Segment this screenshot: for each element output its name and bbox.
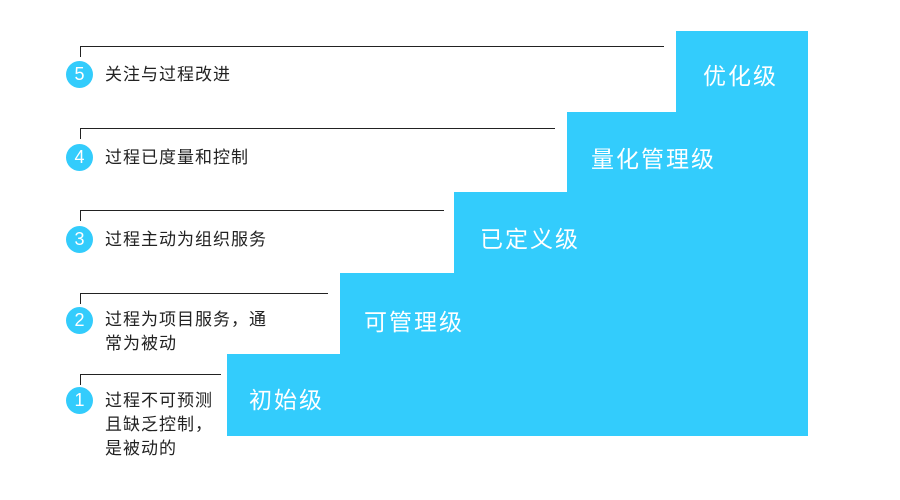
level-3-leader-line xyxy=(80,210,444,221)
level-5-leader-line xyxy=(80,46,664,57)
level-4-leader-line xyxy=(80,128,555,139)
description-line: 过程主动为组织服务 xyxy=(105,230,267,250)
description-line: 常为被动 xyxy=(105,334,177,354)
level-3-number-badge: 3 xyxy=(66,226,93,253)
level-4-block xyxy=(567,112,808,194)
description-line: 且缺乏控制， xyxy=(105,415,213,435)
level-4-number-badge: 4 xyxy=(66,144,93,171)
level-1-number-badge: 1 xyxy=(66,387,93,414)
level-2-number-badge: 2 xyxy=(66,307,93,334)
description-line: 是被动的 xyxy=(105,439,177,459)
level-5-number-badge: 5 xyxy=(66,61,93,88)
level-4-name: 量化管理级 xyxy=(591,147,716,173)
level-2-block xyxy=(340,273,808,355)
level-1-description: 过程不可预测 且缺乏控制， 是被动的 xyxy=(105,389,213,461)
description-line: 关注与过程改进 xyxy=(105,65,231,85)
level-2-description: 过程为项目服务，通 常为被动 xyxy=(105,308,267,356)
level-5-description: 关注与过程改进 xyxy=(105,63,231,87)
level-5-name: 优化级 xyxy=(703,64,778,90)
description-line: 过程已度量和控制 xyxy=(105,148,249,168)
level-3-name: 已定义级 xyxy=(480,227,580,253)
level-1-name: 初始级 xyxy=(249,388,324,414)
level-3-description: 过程主动为组织服务 xyxy=(105,228,267,252)
level-3-block xyxy=(454,192,808,274)
level-1-leader-line xyxy=(80,374,221,385)
level-2-name: 可管理级 xyxy=(364,310,464,336)
level-1-block xyxy=(227,354,808,436)
description-line: 过程为项目服务，通 xyxy=(105,310,267,330)
description-line: 过程不可预测 xyxy=(105,391,213,411)
level-4-description: 过程已度量和控制 xyxy=(105,146,249,170)
level-5-block xyxy=(676,31,808,113)
level-2-leader-line xyxy=(80,293,328,304)
